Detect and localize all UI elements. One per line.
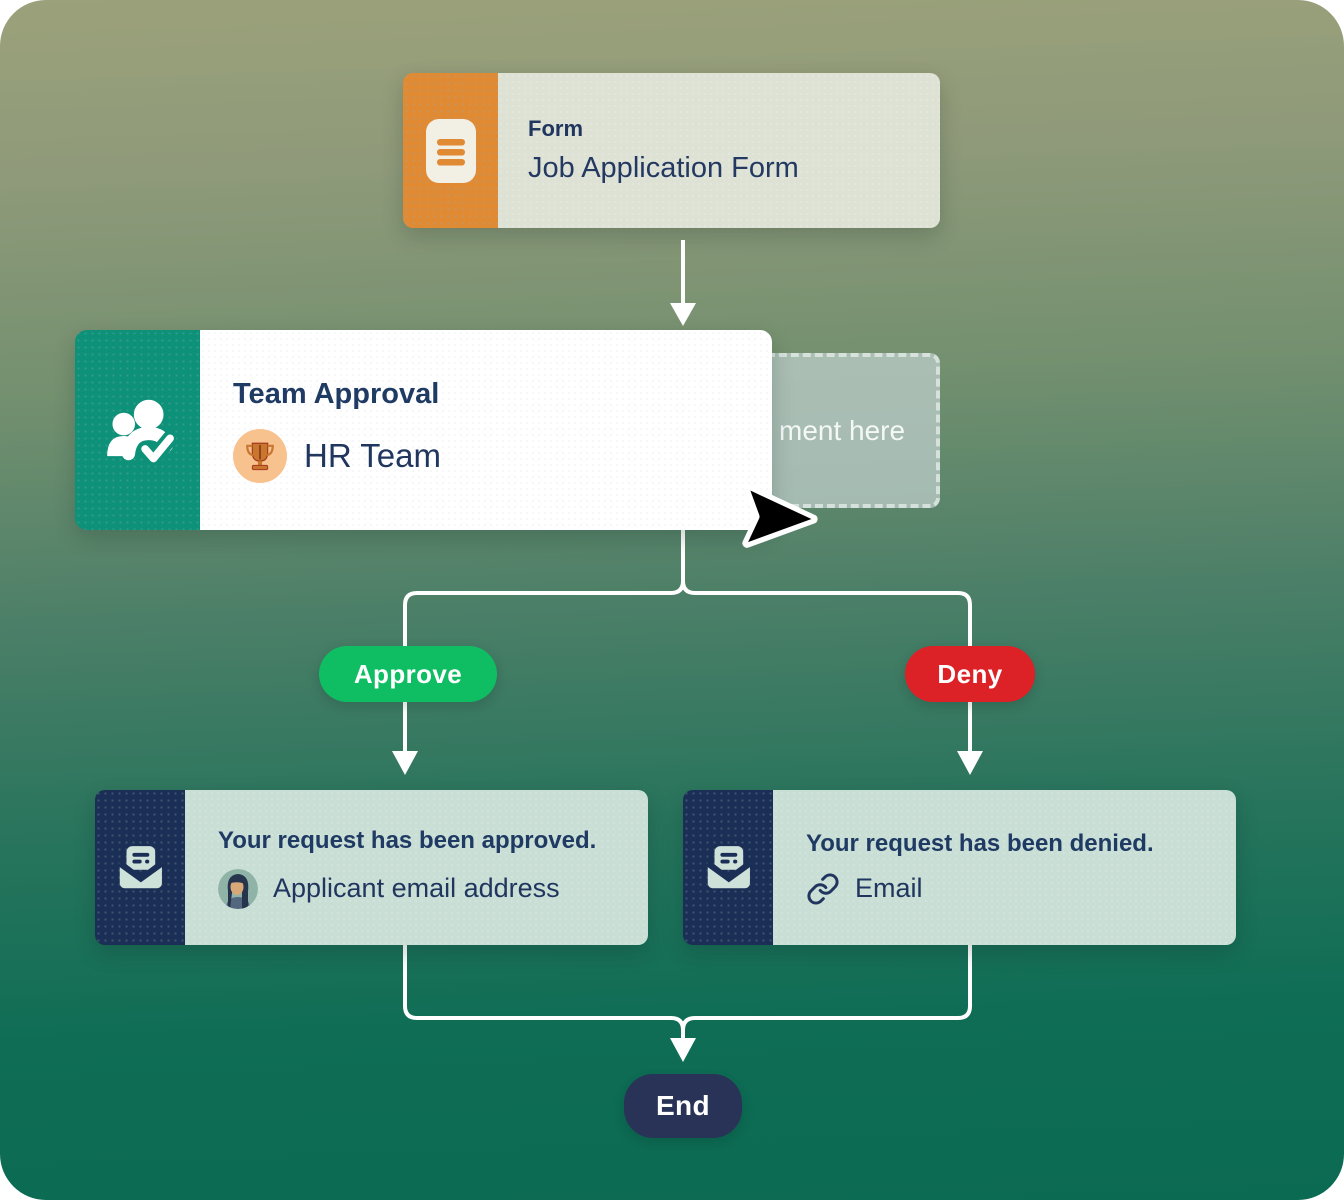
mouse-pointer-cursor <box>742 484 818 548</box>
link-icon <box>807 873 839 904</box>
form-node-title: Job Application Form <box>528 152 799 184</box>
team-approval-node[interactable]: Team Approval HR Team <box>75 330 772 530</box>
connector-approved-to-end <box>403 945 685 1040</box>
team-check-icon <box>106 399 176 467</box>
trophy-avatar <box>233 428 287 483</box>
end-label: End <box>655 1090 711 1121</box>
drop-element-placeholder[interactable]: ment here <box>745 353 940 508</box>
denied-email-accent <box>683 790 773 945</box>
approval-node-title: Team Approval <box>233 377 440 410</box>
deny-branch-pill[interactable]: Deny <box>905 646 1035 702</box>
assignee-row: HR Team <box>233 428 772 483</box>
approved-recipient-row: Applicant email address <box>218 868 648 909</box>
approval-node-accent <box>75 330 200 530</box>
arrowhead-to-approved-email <box>392 751 418 775</box>
approved-email-title: Your request has been approved. <box>218 826 597 854</box>
denied-email-title: Your request has been denied. <box>806 829 1154 857</box>
assignee-name: HR Team <box>304 436 441 474</box>
arrowhead-to-approval <box>670 303 696 326</box>
form-node-accent <box>403 73 498 228</box>
end-node[interactable]: End <box>624 1074 742 1138</box>
denied-email-body: Your request has been denied. Email <box>773 790 1236 945</box>
form-node[interactable]: Form Job Application Form <box>403 73 940 228</box>
approved-recipient-name: Applicant email address <box>273 873 560 903</box>
arrowhead-to-end <box>670 1038 696 1062</box>
denied-recipient-row: Email <box>806 872 1236 906</box>
connector-approve-branch <box>403 530 685 753</box>
denied-email-node[interactable]: Your request has been denied. Email <box>683 790 1236 945</box>
drop-placeholder-text: ment here <box>779 414 906 446</box>
approved-email-body: Your request has been approved. Applican… <box>185 790 648 945</box>
approved-email-accent <box>95 790 185 945</box>
open-envelope-letter-icon <box>117 845 164 888</box>
connector-denied-to-end <box>681 945 972 1031</box>
approve-label: Approve <box>353 658 463 689</box>
connector-deny-branch <box>681 530 972 753</box>
form-node-type-label: Form <box>528 116 583 141</box>
applicant-avatar <box>218 868 258 909</box>
form-node-body: Form Job Application Form <box>498 73 940 228</box>
approve-branch-pill[interactable]: Approve <box>319 646 497 702</box>
arrowhead-to-denied-email <box>957 751 983 775</box>
document-lines-icon <box>425 118 476 183</box>
open-envelope-letter-icon <box>705 845 752 888</box>
applicant-photo-icon <box>218 868 258 909</box>
trophy-icon <box>246 442 274 470</box>
deny-label: Deny <box>937 658 1003 689</box>
approval-node-body: Team Approval HR Team <box>200 330 772 530</box>
approved-email-node[interactable]: Your request has been approved. Applican… <box>95 790 648 945</box>
denied-recipient-name: Email <box>855 873 923 903</box>
